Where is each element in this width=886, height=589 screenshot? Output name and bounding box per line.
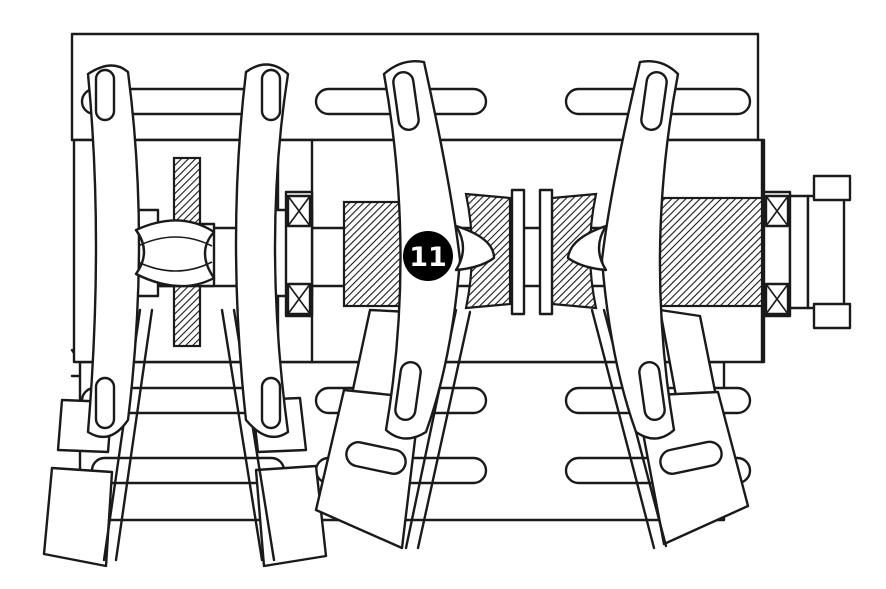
left-outer-arm — [86, 64, 141, 439]
right-bearing — [762, 190, 792, 318]
left-clamp-jaw — [134, 219, 216, 288]
callout-label: 11 — [409, 242, 447, 273]
center-lower-lever — [314, 308, 472, 550]
end-coupling — [788, 174, 852, 330]
left-bearing — [284, 190, 314, 318]
left-inner-arm — [234, 63, 290, 439]
left-lower-lever — [42, 308, 154, 568]
right-arm — [566, 60, 680, 440]
callout-11: 11 — [403, 231, 453, 281]
